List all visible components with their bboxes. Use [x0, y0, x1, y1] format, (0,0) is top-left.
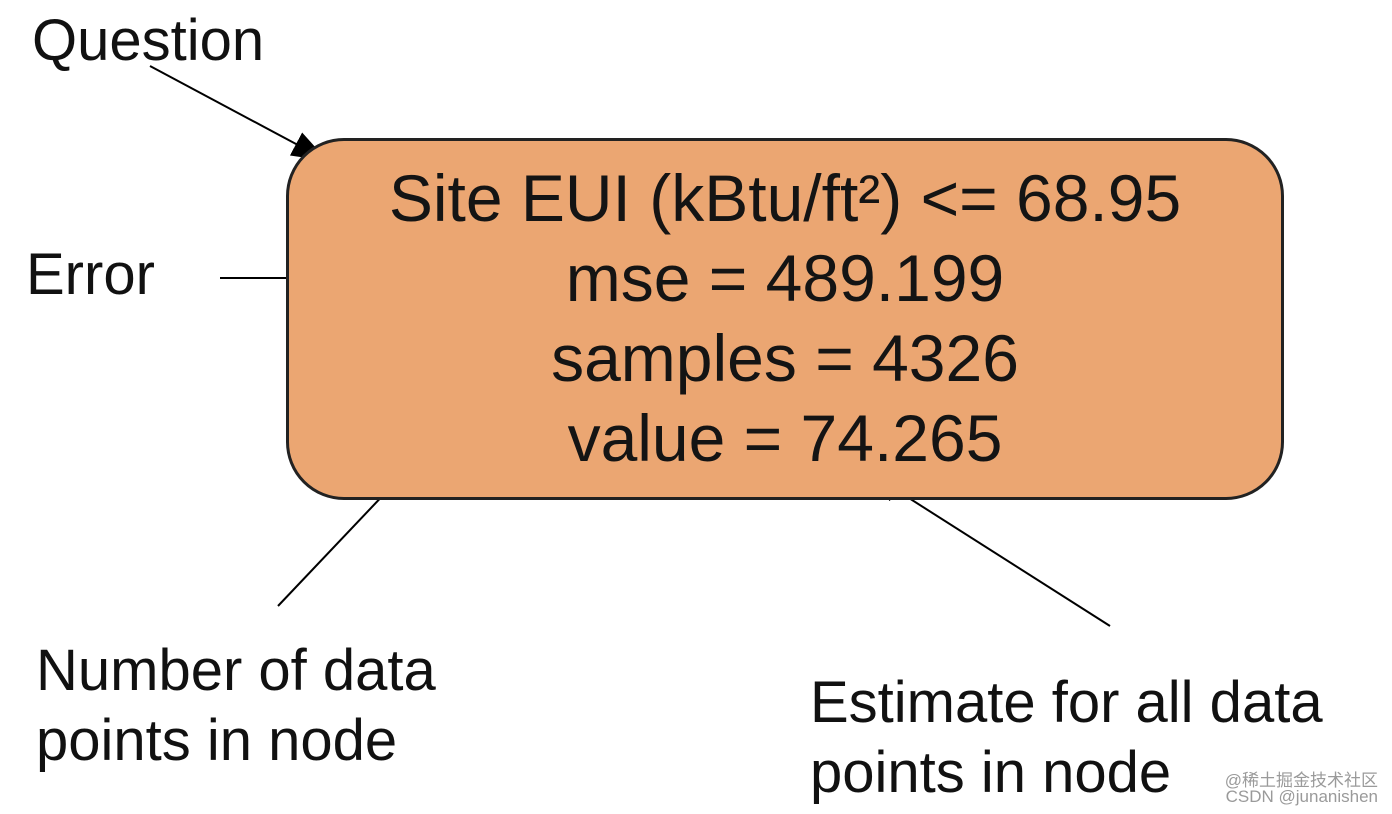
- error-label: Error: [26, 242, 155, 307]
- node-samples: samples = 4326: [551, 321, 1019, 395]
- estimate-label: Estimate for all data points in node: [810, 668, 1323, 808]
- question-label: Question: [32, 8, 265, 73]
- num-points-line1: Number of data: [36, 638, 436, 703]
- node-question: Site EUI (kBtu/ft²) <= 68.95: [388, 161, 1182, 235]
- tree-node: Site EUI (kBtu/ft²) <= 68.95 mse = 489.1…: [286, 138, 1284, 500]
- node-mse: mse = 489.199: [565, 241, 1005, 315]
- num-points-label: Number of data points in node: [36, 636, 436, 776]
- estimate-line1: Estimate for all data: [810, 670, 1323, 735]
- node-value: value = 74.265: [567, 401, 1003, 475]
- question-arrow: [149, 65, 328, 161]
- estimate-line2: points in node: [810, 740, 1172, 805]
- num-points-line2: points in node: [36, 708, 398, 773]
- watermark-line1: @稀土掘金技术社区: [1224, 771, 1378, 790]
- watermark-line2: CSDN @junanishen: [1225, 787, 1378, 806]
